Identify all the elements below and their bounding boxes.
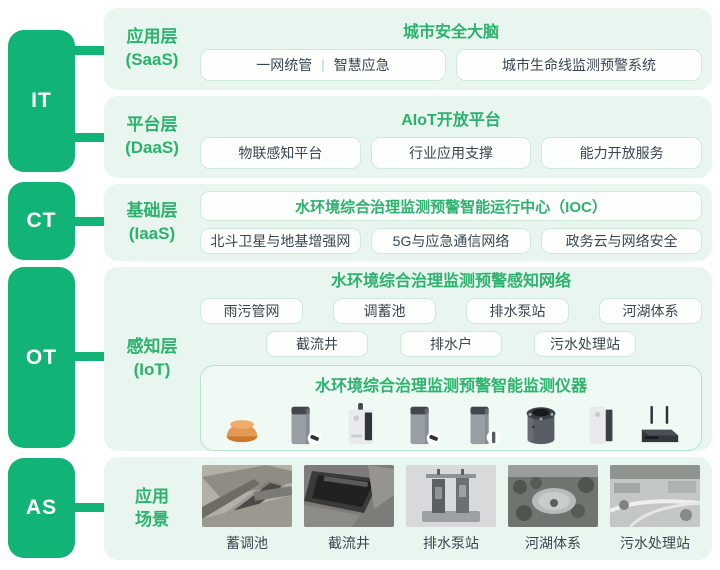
layer-label-daas: 平台层 (DaaS) [104, 96, 200, 178]
layer-name: 应用 [135, 486, 169, 506]
chip-iot-sensing-platform: 物联感知平台 [200, 136, 361, 169]
drainage-pump-station-photo [406, 464, 496, 527]
connector-line [71, 133, 105, 142]
panel-perception-layer: 感知层 (IoT) 水环境综合治理监测预警感知网络 雨污管网 调蓄池 排水泵站 … [104, 267, 712, 451]
wall-monitor-box-icon [573, 398, 627, 446]
chip-regulation-pool: 调蓄池 [333, 298, 436, 324]
scene-storage-regulation-pool: 蓄调池 [202, 464, 292, 553]
chip-lifeline-monitor-system: 城市生命线监测预警系统 [456, 48, 702, 81]
smart-instruments-box: 水环境综合治理监测预警智能监测仪器 [200, 365, 702, 451]
chip-rain-sewage-pipes: 雨污管网 [200, 298, 303, 324]
rail-label-it: IT [31, 89, 52, 112]
router-gateway-icon [633, 398, 687, 446]
panel-title-city-safety-brain: 城市安全大脑 [402, 23, 499, 41]
connector-line [71, 46, 105, 55]
rail-block-it: IT [8, 30, 75, 172]
scene-sewage-treatment-plant: 污水处理站 [610, 464, 700, 553]
panel-title-sensing-network: 水环境综合治理监测预警感知网络 [330, 273, 571, 290]
scene-caption: 排水泵站 [423, 534, 479, 551]
panel-application-layer: 应用层 (SaaS) 城市安全大脑 一网统管 | 智慧应急 城市生命线监测预警系… [104, 8, 712, 90]
layer-label-scenes: 应用 场景 [104, 457, 200, 560]
chip-unified-management: 一网统管 | 智慧应急 [200, 48, 446, 81]
chip-industry-application: 行业应用支撑 [370, 136, 532, 169]
antenna-monitor-icon [334, 398, 388, 446]
panel-infrastructure-layer: 基础层 (IaaS) 水环境综合治理监测预警智能运行中心（IOC） 北斗卫星与地… [104, 184, 712, 261]
chip-capability-open-service: 能力开放服务 [541, 136, 703, 169]
chip-text: 智慧应急 [333, 56, 390, 73]
sewage-treatment-plant-photo [610, 464, 700, 527]
scene-strip: 蓄调池 截流井 [200, 464, 702, 553]
layer-name: 平台层 [126, 115, 178, 135]
layer-abbr: (IaaS) [128, 223, 176, 243]
smart-instruments-title: 水环境综合治理监测预警智能监测仪器 [314, 378, 587, 395]
chip-river-lake-system: 河湖体系 [599, 298, 702, 324]
rail-label-as: AS [25, 496, 58, 519]
scene-caption: 截流井 [328, 534, 370, 551]
chip-drainage-pump-station: 排水泵站 [466, 298, 569, 324]
layer-name: 应用层 [126, 27, 178, 47]
layer-label-saas: 应用层 (SaaS) [104, 8, 200, 90]
connector-line [71, 352, 105, 361]
chip-text: 一网统管 [256, 56, 313, 73]
panel-platform-layer: 平台层 (DaaS) AIoT开放平台 物联感知平台 行业应用支撑 能力开放服务 [104, 96, 712, 178]
panel-title-aiot-platform: AIoT开放平台 [401, 111, 501, 129]
rail-block-ot: OT [8, 267, 75, 448]
rail-block-as: AS [8, 458, 75, 558]
layer-label-iot: 感知层 (IoT) [104, 267, 200, 451]
chip-5g-emergency-network: 5G与应急通信网络 [370, 228, 532, 254]
scene-caption: 蓄调池 [226, 534, 268, 551]
rail-label-ct: CT [26, 209, 57, 232]
scene-intercepting-well: 截流井 [304, 464, 394, 553]
connector-line [71, 503, 105, 512]
chip-sewage-treatment-station: 污水处理站 [534, 331, 636, 357]
rail-block-ct: CT [8, 182, 75, 260]
layer-name: 基础层 [126, 200, 178, 220]
pillar-sensor-with-chip-icon [275, 398, 329, 446]
chip-divider: | [321, 57, 325, 72]
well-cylinder-sensor-icon [514, 398, 568, 446]
scene-drainage-pump-station: 排水泵站 [406, 464, 496, 553]
chip-gov-cloud-security: 政务云与网络安全 [541, 228, 703, 254]
layer-abbr: (IoT) [133, 360, 171, 379]
layer-name: 感知层 [126, 337, 178, 357]
layer-name: 场景 [135, 509, 169, 529]
device-strip [209, 398, 693, 446]
layer-abbr: (DaaS) [125, 138, 179, 157]
chip-intercepting-well: 截流井 [266, 331, 368, 357]
chip-beidou-network: 北斗卫星与地基增强网 [200, 228, 361, 254]
dome-level-sensor-icon [215, 398, 269, 446]
scene-caption: 河湖体系 [525, 534, 581, 551]
intercepting-well-photo [304, 464, 394, 527]
rail-label-ot: OT [25, 345, 58, 369]
chip-ioc-center: 水环境综合治理监测预警智能运行中心（IOC） [200, 191, 702, 221]
scene-river-lake-system: 河湖体系 [508, 464, 598, 553]
layer-abbr: (SaaS) [125, 50, 179, 69]
storage-regulation-pool-photo [202, 464, 292, 527]
layer-label-iaas: 基础层 (IaaS) [104, 184, 200, 261]
chip-drainage-household: 排水户 [400, 331, 502, 357]
scene-caption: 污水处理站 [620, 534, 690, 551]
pillar-sensor-with-chip-icon [394, 398, 448, 446]
pillar-sensor-with-probe-icon [454, 398, 508, 446]
connector-line [71, 217, 105, 226]
river-lake-system-photo [508, 464, 598, 527]
panel-application-scenes: 应用 场景 蓄调池 [104, 457, 712, 560]
